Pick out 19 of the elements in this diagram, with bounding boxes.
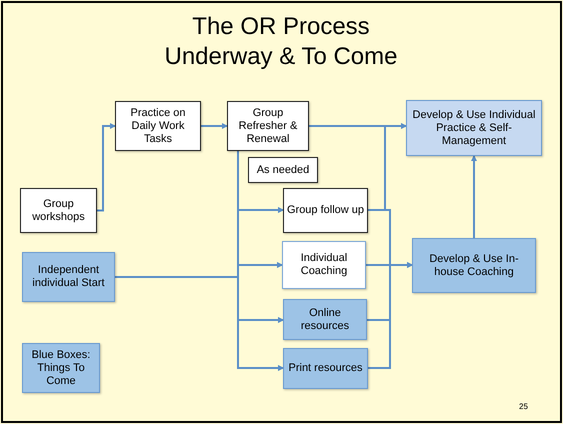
arrow <box>97 123 116 212</box>
process-box: As needed <box>248 157 318 183</box>
arrow <box>201 123 228 129</box>
slide-title: The OR Process Underway & To Come <box>164 12 398 72</box>
process-box: Group workshops <box>20 188 97 233</box>
process-box: Develop & Use In-house Coaching <box>412 238 536 293</box>
process-box: Blue Boxes: Things To Come <box>22 343 100 393</box>
process-box: Independent individual Start <box>22 252 115 302</box>
process-box: Practice on Daily Work Tasks <box>115 101 201 151</box>
process-box: Print resources <box>283 348 368 389</box>
arrow <box>471 155 477 238</box>
process-box: Online resources <box>283 299 367 340</box>
page-number: 25 <box>519 402 528 411</box>
process-box: Group follow up <box>283 188 368 233</box>
process-box: Develop & Use Individual Practice & Self-Management <box>406 100 542 156</box>
process-box: Group Refresher & Renewal <box>227 101 309 151</box>
arrow <box>115 276 284 371</box>
arrow <box>368 262 413 369</box>
process-box: Individual Coaching <box>282 241 366 289</box>
